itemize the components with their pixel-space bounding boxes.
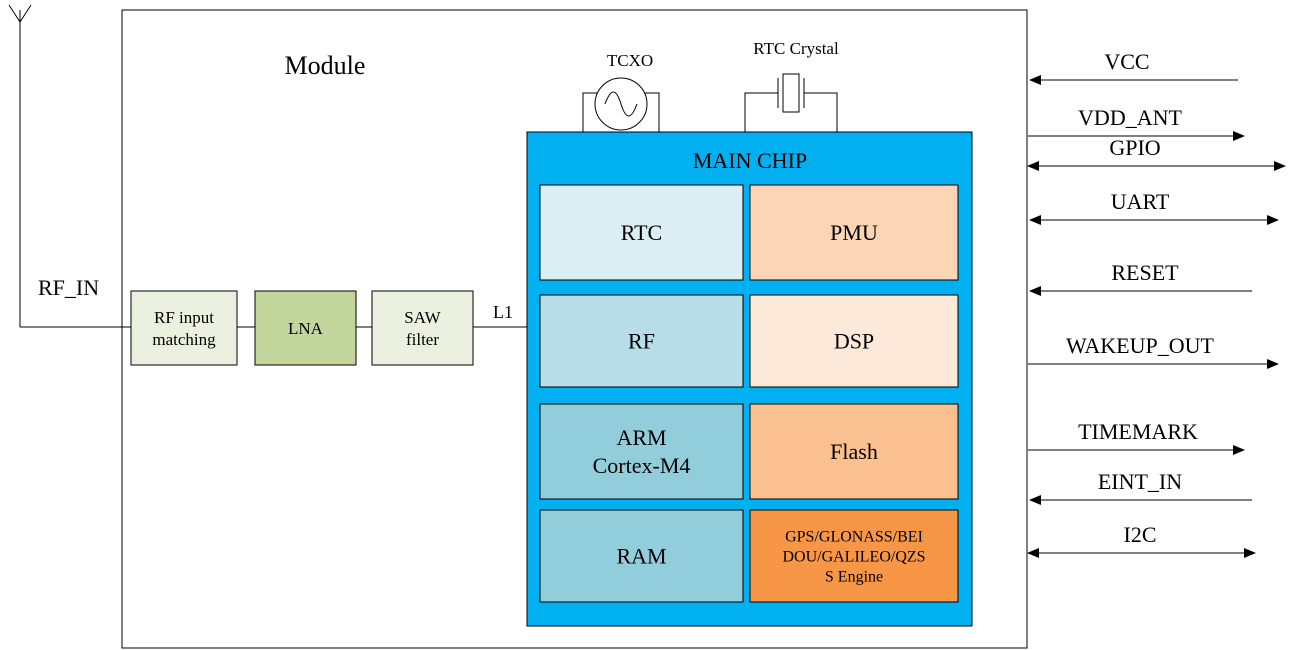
rf-input-matching-label: RF input	[154, 308, 214, 327]
tcxo-label: TCXO	[607, 51, 653, 70]
rf-input-matching-label: matching	[152, 330, 216, 349]
gnss-engine-block	[749, 509, 959, 603]
reset-signal-label: RESET	[1111, 260, 1179, 285]
saw-filter-block	[371, 290, 474, 366]
i2c-signal-label: I2C	[1124, 522, 1157, 547]
timemark-signal-label: TIMEMARK	[1078, 419, 1198, 444]
interface-signals: VCC VDD_ANT GPIO UART RESET WAKEUP_OUT TIMEMAR…	[1027, 49, 1286, 558]
dsp-block	[749, 294, 959, 388]
gnss-engine-label: GPS/GLONASS/BEI	[785, 529, 923, 546]
vcc-signal-label: VCC	[1104, 49, 1149, 74]
lna-label: LNA	[288, 319, 324, 338]
main-chip-title: MAIN CHIP	[693, 148, 807, 173]
pmu-block	[749, 184, 959, 281]
tcxo-oscillator-icon	[582, 77, 660, 132]
antenna-icon	[8, 4, 131, 328]
saw-filter-label: SAW	[404, 308, 441, 327]
gnss-engine-label: DOU/GALILEO/QZS	[782, 549, 925, 566]
arm-label: Cortex-M4	[593, 453, 691, 478]
dsp-label: DSP	[834, 329, 874, 354]
rf-chain: RF input matching LNA SAW filter	[130, 290, 474, 366]
rf-label: RF	[628, 329, 655, 354]
rf-block	[539, 294, 744, 388]
module-label: Module	[285, 51, 366, 80]
rtc-label: RTC	[621, 220, 662, 245]
arm-block	[539, 403, 744, 500]
wakeup-out-signal-label: WAKEUP_OUT	[1066, 333, 1214, 358]
pmu-label: PMU	[830, 220, 878, 245]
gnss-engine-label: S Engine	[825, 569, 883, 586]
rtc-block	[539, 184, 744, 281]
rf-input-matching-block	[130, 290, 238, 366]
module-boundary	[121, 9, 1028, 649]
ram-label: RAM	[616, 544, 666, 569]
ram-block	[539, 509, 744, 603]
rtc-crystal-icon	[744, 73, 838, 132]
l1-label: L1	[493, 302, 513, 322]
gpio-signal-label: GPIO	[1109, 135, 1160, 160]
flash-label: Flash	[830, 439, 878, 464]
saw-filter-label: filter	[406, 330, 439, 349]
vdd-ant-signal-label: VDD_ANT	[1078, 105, 1182, 130]
flash-block	[749, 403, 959, 500]
rf-in-label: RF_IN	[38, 275, 99, 300]
uart-signal-label: UART	[1111, 189, 1170, 214]
arm-label: ARM	[616, 425, 666, 450]
lna-block	[254, 290, 357, 366]
rtc-crystal-label: RTC Crystal	[753, 39, 839, 58]
eint-in-signal-label: EINT_IN	[1098, 469, 1182, 494]
